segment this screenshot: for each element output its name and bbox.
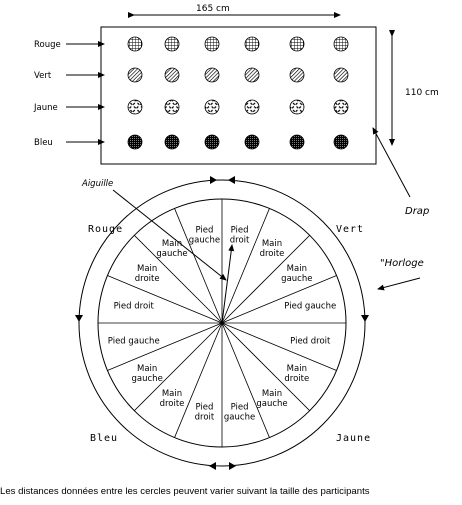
segment-divider: [221, 322, 270, 438]
mat-circle-rouge: [244, 36, 260, 52]
quadrant-label-jaune: Jaune: [336, 433, 371, 444]
aiguille-label: Aiguille: [81, 179, 113, 189]
rotation-arrowhead: [361, 315, 369, 322]
row-label-vert: Vert: [34, 71, 52, 81]
segment-divider: [134, 235, 223, 324]
mat-circle-rouge: [204, 36, 220, 52]
segment-divider: [221, 275, 337, 324]
mat-circle-vert: [289, 67, 305, 83]
segment-divider: [134, 322, 223, 411]
mat-circle-rouge: [164, 36, 180, 52]
mat-circle-bleu: [333, 134, 349, 150]
rotation-arrowhead: [228, 176, 235, 184]
row-label-jaune: Jaune: [33, 103, 58, 113]
rotation-arrows: [75, 176, 369, 470]
segment-label: Pied droit: [290, 337, 331, 347]
segment-label: Pied droit: [114, 301, 155, 311]
aiguille-needle-shaft: [221, 244, 235, 324]
mat-circle-bleu: [289, 134, 305, 150]
segment-label: Pied gauche: [108, 337, 160, 347]
row-label-rouge: Rouge: [34, 40, 61, 50]
aiguille-pointer: [112, 189, 227, 281]
mat-circle-jaune: [204, 99, 220, 115]
rotation-arrowhead: [75, 315, 83, 322]
mat-circle-bleu: [127, 134, 143, 150]
segment-label: Pied gauche: [284, 301, 336, 311]
drap-pointer: [372, 127, 411, 198]
mat-circle-jaune: [164, 99, 180, 115]
rotation-arrowhead: [229, 462, 236, 470]
mat-circle-vert: [164, 67, 180, 83]
footnote-caption: Les distances données entre les cercles …: [0, 486, 370, 497]
mat-circle-jaune: [127, 99, 143, 115]
row-label-bleu: Bleu: [34, 138, 53, 148]
segment-divider: [107, 275, 223, 324]
spinner-outer-ring: [78, 179, 366, 467]
mat-circle-rouge: [127, 36, 143, 52]
mat-circle-jaune: [333, 99, 349, 115]
mat-circle-bleu: [244, 134, 260, 150]
mat-width-label: 165 cm: [196, 4, 230, 14]
mat-circle-jaune: [244, 99, 260, 115]
segment-divider: [221, 322, 337, 371]
horloge-label: "Horloge: [380, 258, 424, 269]
mat-circle-vert: [333, 67, 349, 83]
quadrant-label-bleu: Bleu: [90, 433, 118, 444]
rotation-arrowhead: [209, 462, 216, 470]
segment-divider: [174, 208, 223, 324]
horloge-pointer: [377, 277, 421, 291]
quadrant-label-vert: Vert: [336, 224, 364, 235]
mat-circle-vert: [204, 67, 220, 83]
rotation-arrowhead: [210, 176, 217, 184]
mat-circle-rouge: [333, 36, 349, 52]
mat-circle-jaune: [289, 99, 305, 115]
segment-divider: [107, 322, 223, 371]
drap-label: Drap: [405, 206, 429, 217]
segment-divider: [221, 235, 310, 324]
mat-circle-vert: [244, 67, 260, 83]
segment-divider: [221, 208, 270, 324]
mat-circle-bleu: [164, 134, 180, 150]
segment-divider: [174, 322, 223, 438]
quadrant-label-rouge: Rouge: [88, 224, 123, 235]
mat-circle-rouge: [289, 36, 305, 52]
mat-circle-vert: [127, 67, 143, 83]
mat-rectangle: [100, 26, 377, 165]
mat-circle-bleu: [204, 134, 220, 150]
segment-divider: [221, 322, 310, 411]
mat-height-label: 110 cm: [405, 88, 439, 98]
